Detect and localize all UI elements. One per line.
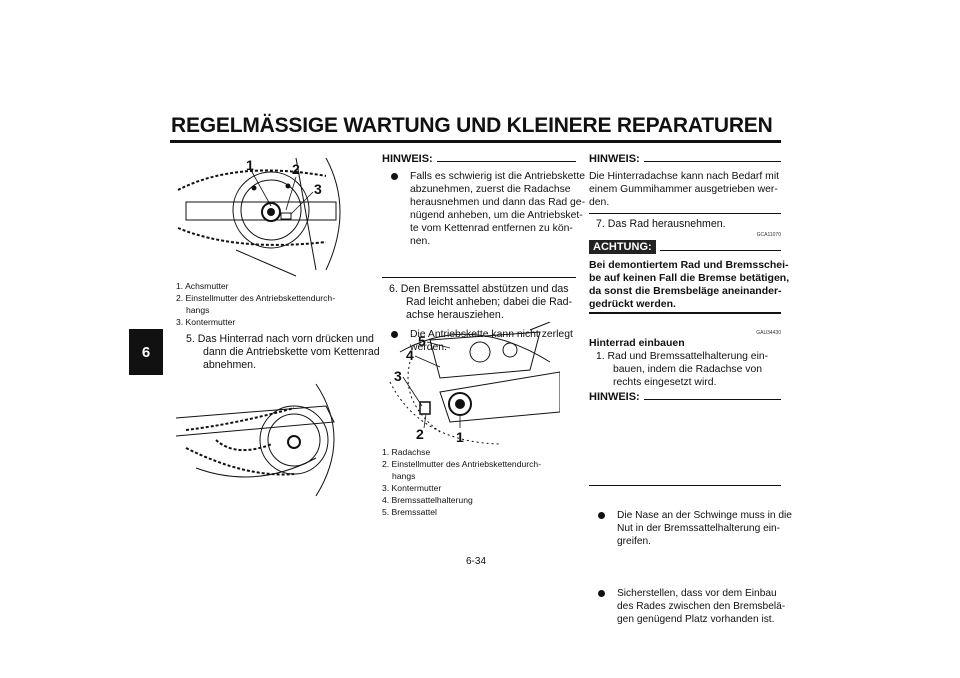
figure1-caption: 1. Achsmutter 2. Einstellmutter des Antr… bbox=[176, 281, 336, 327]
achtung-end-rule bbox=[589, 312, 781, 314]
bullet-icon bbox=[391, 331, 398, 338]
page-title: REGELMÄSSIGE WARTUNG UND KLEINERE REPARA… bbox=[171, 114, 773, 137]
step-7: 7. Das Rad herausnehmen. bbox=[596, 218, 726, 230]
callout-1: 1 bbox=[246, 157, 254, 173]
hinweis-3-heading: HINWEIS: bbox=[589, 391, 781, 403]
step-6: 6. Den Bremssattel abstützen und das Rad… bbox=[389, 283, 573, 321]
bullet-icon bbox=[598, 590, 605, 597]
step-5: 5. Das Hinterrad nach vorn drücken und d… bbox=[186, 333, 380, 371]
hinweis-1-end-rule bbox=[382, 277, 576, 278]
callout-3: 3 bbox=[314, 181, 322, 197]
hinweis-1-heading: HINWEIS: bbox=[382, 153, 576, 165]
callout-4: 4 bbox=[406, 347, 414, 363]
callout-2: 2 bbox=[292, 161, 300, 177]
figure-chain-removal bbox=[176, 383, 335, 497]
callout-2: 2 bbox=[416, 426, 424, 442]
figure-axle-nut: 1 2 3 bbox=[177, 157, 341, 277]
achtung-badge: ACHTUNG: bbox=[589, 240, 656, 254]
achtung-text: Bei demontiertem Rad und Bremsschei- be … bbox=[589, 259, 790, 310]
achtung-heading: ACHTUNG: bbox=[589, 240, 781, 254]
hinweis-3-end-rule bbox=[589, 485, 781, 486]
title-rule bbox=[170, 140, 781, 143]
step-1: 1. Rad und Bremssattelhalterung ein- bau… bbox=[596, 351, 769, 388]
code-gca11070: GCA11070 bbox=[756, 232, 781, 238]
page-number: 6-34 bbox=[466, 556, 487, 567]
hinweis-2-end-rule bbox=[589, 213, 781, 214]
hinweis-1-bullet-1: Falls es schwierig ist die Antriebskette… bbox=[382, 170, 610, 248]
figure3-caption: 1. Radachse 2. Einstellmutter des Antrie… bbox=[382, 447, 542, 517]
callout-3: 3 bbox=[394, 368, 402, 384]
hinweis-3-bullet-1: Die Nase an der Schwinge muss in die Nut… bbox=[589, 509, 817, 548]
hinweis-1-bullet-2: Die Antriebskette kann nicht zerlegt wer… bbox=[382, 328, 610, 354]
bullet-icon bbox=[598, 512, 605, 519]
bullet-icon bbox=[391, 173, 398, 180]
section-heading: Hinterrad einbauen bbox=[589, 337, 685, 349]
hinweis-2-heading: HINWEIS: bbox=[589, 153, 781, 165]
hinweis-3-bullet-2: Sicherstellen, dass vor dem Einbau des R… bbox=[589, 587, 817, 626]
figure-brake-caliper: 5 4 3 2 1 bbox=[389, 322, 560, 445]
callout-5: 5 bbox=[418, 333, 426, 349]
code-gau34430: GAU34430 bbox=[756, 330, 781, 336]
callout-1: 1 bbox=[456, 429, 464, 445]
hinweis-2-text: Die Hinterradachse kann nach Bedarf mit … bbox=[589, 171, 780, 208]
chapter-tab: 6 bbox=[129, 329, 163, 375]
